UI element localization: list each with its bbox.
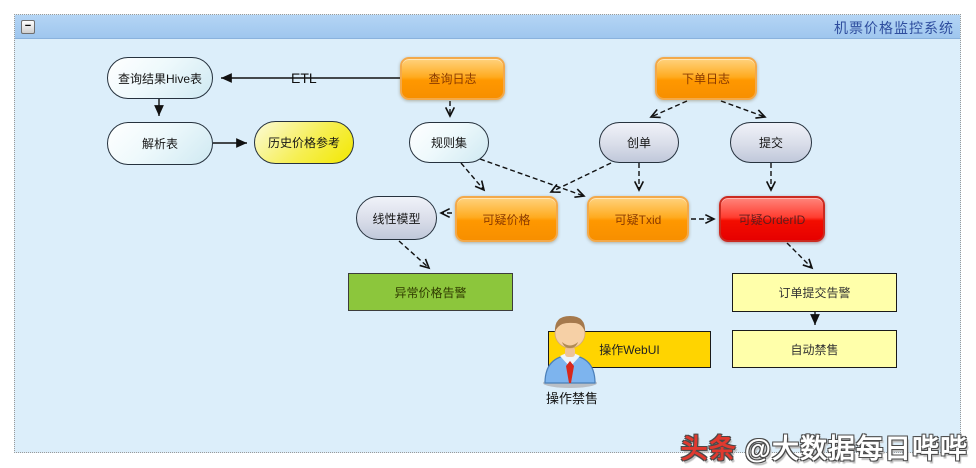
- node-suspect-txid: 可疑Txid: [587, 196, 689, 242]
- edge-order-log-to-create-order: [649, 100, 688, 119]
- operator-person-icon: [538, 311, 602, 389]
- node-auto-ban: 自动禁售: [732, 330, 897, 368]
- node-order-submit-alarm: 订单提交告警: [732, 273, 897, 312]
- minimize-button[interactable]: −: [21, 19, 35, 34]
- watermark: 头条@大数据每日哔哔: [681, 427, 968, 466]
- node-history-price-ref: 历史价格参考: [254, 121, 354, 164]
- node-rule-set: 规则集: [409, 122, 489, 163]
- node-linear-model: 线性模型: [356, 196, 437, 240]
- edge-linear-model-to-price-alarm: [398, 240, 431, 270]
- node-create-order: 创单: [599, 122, 679, 163]
- edge-rule-set-to-suspect-price: [460, 162, 486, 192]
- edge-suspect-orderid-to-order-alarm: [786, 242, 814, 270]
- node-parse-table: 解析表: [107, 122, 213, 165]
- edge-label-etl: ETL: [291, 70, 317, 86]
- node-submit: 提交: [730, 122, 812, 163]
- node-query-result-hive-table: 查询结果Hive表: [107, 57, 213, 99]
- node-abnormal-price-alarm: 异常价格告警: [348, 273, 513, 311]
- operator-caption: 操作禁售: [545, 391, 598, 406]
- edge-rule-set-to-suspect-txid: [479, 158, 586, 198]
- node-suspect-price: 可疑价格: [455, 196, 558, 242]
- node-suspect-orderid: 可疑OrderID: [719, 196, 825, 242]
- node-order-log: 下单日志: [655, 57, 757, 100]
- watermark-brand: 头条: [680, 434, 737, 464]
- edge-create-order-to-suspect-price: [549, 162, 612, 193]
- watermark-handle: @大数据每日哔哔: [744, 434, 968, 464]
- node-query-log: 查询日志: [400, 57, 505, 100]
- window-title: 机票价格监控系统: [834, 22, 954, 37]
- edge-order-log-to-submit: [720, 100, 767, 119]
- window-titlebar: − 机票价格监控系统: [15, 15, 960, 39]
